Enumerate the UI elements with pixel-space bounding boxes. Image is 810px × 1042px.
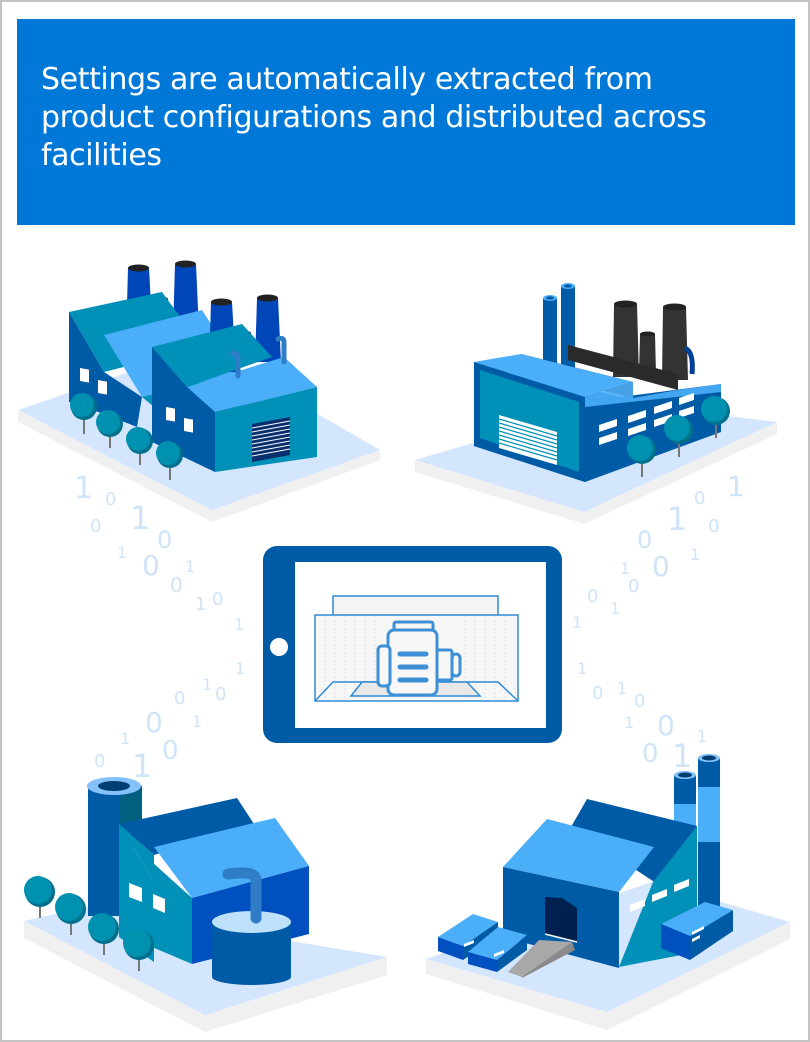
svg-text:0: 0: [215, 684, 226, 705]
svg-text:1: 1: [117, 543, 127, 562]
svg-text:1: 1: [620, 559, 630, 578]
binary-stream-bottom-left: 1 1 0 0 0 1 1 0 0 1: [94, 659, 245, 785]
svg-text:0: 0: [637, 526, 652, 554]
svg-text:1: 1: [235, 659, 245, 678]
svg-text:0: 0: [157, 526, 172, 554]
facility-top-right: [415, 283, 777, 524]
tablet-home-button: [270, 638, 288, 656]
svg-text:0: 0: [652, 550, 670, 583]
svg-text:1: 1: [234, 615, 244, 634]
svg-text:0: 0: [174, 688, 185, 709]
svg-text:1: 1: [672, 737, 692, 775]
svg-text:1: 1: [130, 499, 150, 537]
trees: [70, 393, 183, 480]
svg-text:0: 0: [587, 586, 598, 607]
svg-text:0: 0: [212, 589, 223, 610]
banner-title: Settings are automatically extracted fro…: [41, 62, 707, 173]
facility-bottom-right: [426, 754, 790, 1030]
svg-text:0: 0: [628, 576, 639, 597]
svg-text:0: 0: [170, 573, 183, 597]
title-banner: Settings are automatically extracted fro…: [17, 19, 795, 225]
svg-text:1: 1: [624, 713, 634, 732]
svg-text:1: 1: [120, 729, 130, 748]
svg-text:0: 0: [162, 736, 179, 766]
svg-text:1: 1: [697, 727, 707, 746]
svg-text:1: 1: [132, 747, 152, 785]
svg-text:0: 0: [94, 751, 105, 772]
binary-stream-top-left: 1 0 0 1 0 1 0 1 0 1 0 1: [74, 471, 244, 634]
svg-text:0: 0: [708, 516, 719, 537]
svg-text:1: 1: [617, 679, 627, 698]
svg-text:1: 1: [577, 659, 587, 678]
svg-text:0: 0: [145, 706, 163, 739]
svg-text:1: 1: [192, 712, 202, 731]
svg-text:0: 0: [90, 516, 101, 537]
svg-text:1: 1: [185, 557, 195, 576]
svg-text:1: 1: [667, 500, 687, 538]
facility-bottom-left: [24, 777, 387, 1032]
svg-text:1: 1: [202, 675, 212, 694]
svg-text:1: 1: [610, 599, 620, 618]
binary-stream-bottom-right: 1 0 1 0 1 0 0 1 1: [577, 659, 707, 775]
binary-stream-top-right: 1 0 1 0 0 1 0 1 0 0 1 1: [572, 470, 745, 632]
svg-text:0: 0: [657, 709, 675, 742]
svg-text:1: 1: [690, 545, 700, 564]
svg-text:0: 0: [592, 683, 603, 704]
facility-top-left: [18, 260, 380, 522]
svg-text:0: 0: [634, 691, 645, 712]
svg-text:1: 1: [195, 594, 206, 615]
svg-text:1: 1: [727, 470, 745, 503]
svg-text:0: 0: [694, 488, 705, 509]
tablet-device: [263, 546, 562, 743]
svg-text:0: 0: [642, 739, 659, 769]
product-configuration-wireframe: [314, 595, 519, 702]
svg-text:0: 0: [142, 549, 160, 582]
svg-text:0: 0: [105, 489, 116, 510]
svg-text:1: 1: [572, 613, 582, 632]
svg-text:1: 1: [74, 471, 93, 506]
